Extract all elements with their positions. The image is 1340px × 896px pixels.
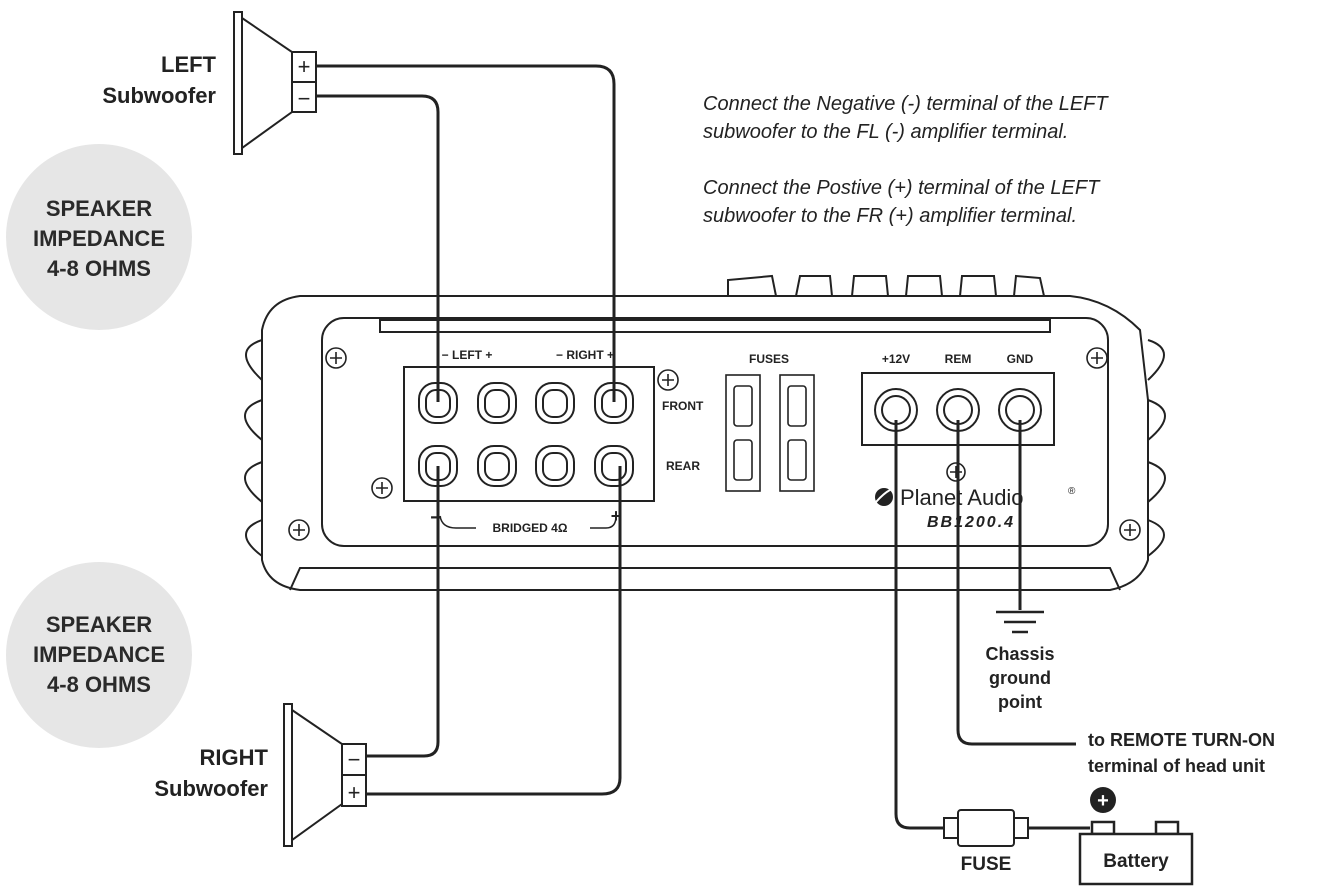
brand-name: Planet Audio [900, 485, 1024, 510]
heatsink-fins [727, 274, 1045, 297]
amp-outer-shell [261, 295, 1149, 591]
fuse-holders [725, 374, 815, 492]
instruction-pos-line2: subwoofer to the FR (+) amplifier termin… [703, 205, 1077, 227]
instruction-pos-line1: Connect the Postive (+) terminal of the … [703, 177, 1101, 199]
cone [241, 16, 293, 150]
amplifier [244, 274, 1166, 591]
amp-panel [321, 317, 1109, 547]
wire-right-sub-plus [366, 466, 622, 796]
inline-fuse [943, 809, 1029, 847]
right-subwoofer [283, 703, 367, 847]
label-right-channel: − RIGHT + [556, 348, 614, 362]
left-sub-label-2: Subwoofer [102, 83, 216, 108]
right-sub-label-2: Subwoofer [154, 776, 268, 801]
remote-label-1: to REMOTE TURN-ON [1088, 730, 1275, 750]
screw-icon [288, 519, 310, 541]
battery [1078, 820, 1194, 886]
amp-top-rail [379, 319, 1051, 333]
planet-audio-logo [875, 486, 901, 506]
screw-icon [371, 477, 393, 499]
fuse-label: FUSE [961, 854, 1012, 875]
label-bridged-minus: − [430, 507, 442, 529]
screw-icon [325, 347, 347, 369]
ground-label-1: Chassis [985, 644, 1054, 664]
badge-line1: SPEAKER [46, 196, 152, 221]
amp-labels: − LEFT + − RIGHT + FRONT REAR BRIDGED 4Ω… [430, 348, 1034, 535]
brand-registered: ® [1068, 486, 1076, 497]
remote-label-2: terminal of head unit [1088, 756, 1265, 776]
right-sub-label-1: RIGHT [200, 745, 269, 770]
terminal-fl-plus [477, 382, 517, 424]
right-sub-minus: − [348, 747, 361, 772]
label-fuses: FUSES [749, 352, 789, 366]
ground-label: Chassis ground point [985, 644, 1054, 712]
cone [291, 708, 343, 842]
wire-left-sub-plus [316, 64, 616, 402]
ground-symbol-icon [996, 610, 1044, 634]
impedance-badge-top: SPEAKER IMPEDANCE 4-8 OHMS [6, 144, 192, 330]
label-bridged-plus: + [611, 506, 622, 526]
fuse-holder-1 [725, 374, 761, 492]
wire-right-sub-minus [366, 466, 440, 758]
screw-icon [1086, 347, 1108, 369]
screw-icon [657, 369, 679, 391]
speaker-terminal-block [403, 366, 655, 502]
screw-icon [1119, 519, 1141, 541]
badge-line3: 4-8 OHMS [47, 672, 151, 697]
label-rem: REM [945, 352, 972, 366]
wire-rem [956, 420, 1076, 746]
left-sub-plus: + [298, 54, 311, 79]
label-gnd: GND [1007, 352, 1034, 366]
amp-bottom-skirt [289, 567, 1121, 591]
cone-rim [283, 703, 293, 847]
label-front: FRONT [662, 399, 704, 413]
wire-left-sub-minus [316, 94, 440, 402]
fuse-holder-2 [779, 374, 815, 492]
bridged-bracket [439, 515, 617, 529]
right-sub-plus: + [348, 780, 361, 805]
label-rear: REAR [666, 459, 700, 473]
left-sub-label-1: LEFT [161, 52, 217, 77]
badge-line3: 4-8 OHMS [47, 256, 151, 281]
label-bridged: BRIDGED 4Ω [493, 521, 568, 535]
instruction-neg-line2: subwoofer to the FL (-) amplifier termin… [703, 121, 1068, 143]
screw-icons [288, 347, 1141, 541]
instructions: Connect the Negative (-) terminal of the… [703, 93, 1109, 227]
terminal-rr-minus [535, 445, 575, 487]
left-sub-minus: − [298, 86, 311, 111]
terminal-rr-plus [594, 445, 634, 487]
label-left-channel: − LEFT + [442, 348, 493, 362]
badge-circle [6, 144, 192, 330]
terminal-fr-minus [535, 382, 575, 424]
battery-plus-sign: + [1097, 790, 1109, 812]
wires [316, 64, 1090, 830]
ground-label-2: ground [989, 668, 1051, 688]
wire-12v [894, 420, 944, 830]
badge-line2: IMPEDANCE [33, 642, 165, 667]
instruction-neg-line1: Connect the Negative (-) terminal of the… [703, 93, 1109, 115]
model-number: BB1200.4 [927, 514, 1015, 531]
battery-label: Battery [1103, 851, 1169, 872]
heatsink-right [1147, 339, 1166, 557]
screw-icon [946, 462, 966, 482]
label-12v: +12V [882, 352, 910, 366]
cone-rim [233, 11, 243, 155]
impedance-badge-bottom: SPEAKER IMPEDANCE 4-8 OHMS [6, 562, 192, 748]
heatsink-left [244, 339, 263, 557]
badge-line2: IMPEDANCE [33, 226, 165, 251]
battery-plus-icon [1090, 787, 1116, 813]
left-subwoofer [233, 11, 317, 155]
ground-label-3: point [998, 692, 1042, 712]
badge-circle [6, 562, 192, 748]
badge-line1: SPEAKER [46, 612, 152, 637]
speaker-terminals [418, 382, 634, 487]
terminal-rl-plus [477, 445, 517, 487]
